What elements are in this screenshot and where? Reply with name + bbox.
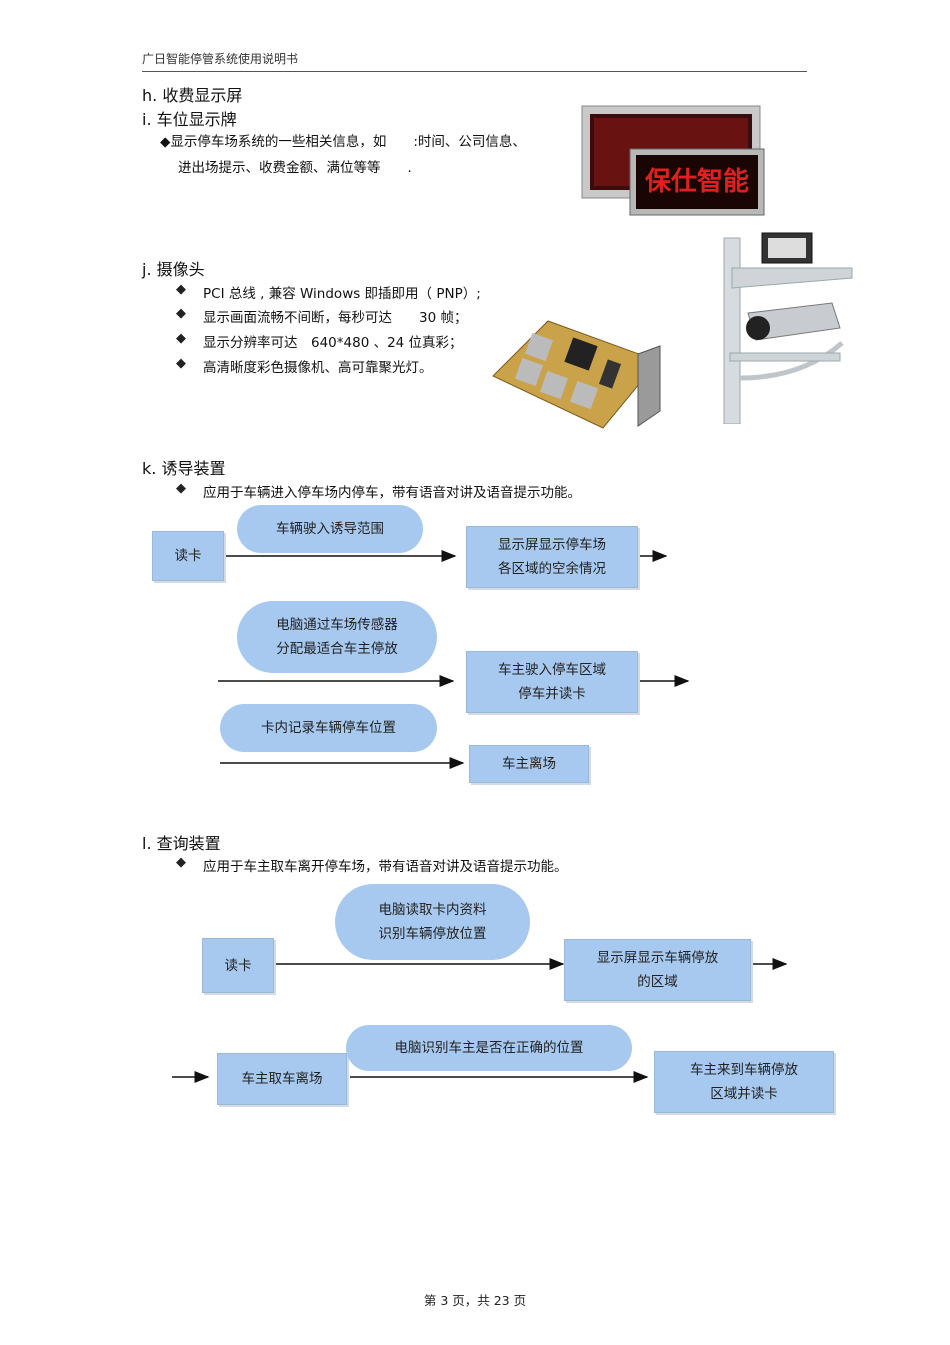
flow-k-bubble-sensor: 电脑通过车场传感器 分配最适合车主停放: [237, 601, 437, 673]
section-i-line1: ◆显示停车场系统的一些相关信息，如 :时间、公司信息、: [160, 134, 526, 150]
pci-card-image: [488, 316, 668, 434]
section-k-title: k. 诱导装置: [142, 459, 226, 478]
document-header: 广日智能停管系统使用说明书: [142, 52, 299, 66]
section-i-title: i. 车位显示牌: [142, 110, 237, 129]
flow-k-bubble-enter-range: 车辆驶入诱导范围: [237, 505, 423, 553]
flow-l-read-card: 读卡: [202, 938, 274, 993]
section-l-bullet: 应用于车主取车离开停车场，带有语音对讲及语音提示功能。: [203, 859, 568, 875]
flow-k-read-card: 读卡: [152, 531, 224, 581]
section-j-bullet-2: 显示画面流畅不间断，每秒可达 30 帧；: [203, 310, 468, 326]
section-j-bullet-1: PCI 总线 , 兼容 Windows 即插即用（ PNP）;: [203, 286, 481, 302]
section-k-bullet: 应用于车辆进入停车场内停车，带有语音对讲及语音提示功能。: [203, 485, 581, 501]
diamond-bullet-icon: ◆: [176, 855, 186, 870]
diamond-bullet-icon: ◆: [176, 306, 186, 321]
flow-k-bubble-record: 卡内记录车辆停车位置: [220, 704, 437, 752]
diamond-bullet-icon: ◆: [176, 481, 186, 496]
section-h-title: h. 收费显示屏: [142, 86, 243, 105]
flow-k-box-display: 显示屏显示停车场 各区域的空余情况: [466, 526, 638, 588]
section-j-bullet-4: 高清晰度彩色摄像机、高可靠聚光灯。: [203, 360, 433, 376]
section-i-line2: 进出场提示、收费金额、满位等等 .: [178, 160, 412, 176]
led-sign-text: 保仕智能: [644, 166, 749, 197]
flow-k-box-leave: 车主离场: [469, 745, 589, 783]
flow-l-box-display: 显示屏显示车辆停放 的区域: [564, 939, 751, 1001]
flow-l-bubble-verify: 电脑识别车主是否在正确的位置: [346, 1025, 632, 1071]
flow-k-box-park: 车主驶入停车区域 停车并读卡: [466, 651, 638, 713]
header-rule: [142, 71, 807, 72]
camera-pole-image: [712, 228, 860, 424]
flow-l-bubble-read-data: 电脑读取卡内资料 识别车辆停放位置: [335, 884, 530, 960]
section-j-title: j. 摄像头: [142, 260, 205, 279]
diamond-bullet-icon: ◆: [176, 356, 186, 371]
section-l-title: l. 查询装置: [142, 834, 221, 853]
flow-l-box-arrive: 车主来到车辆停放 区域并读卡: [654, 1051, 834, 1113]
flow-l-box-pickup: 车主取车离场: [217, 1053, 347, 1105]
diamond-bullet-icon: ◆: [176, 282, 186, 297]
page-footer: 第 3 页，共 23 页: [423, 1293, 527, 1308]
diamond-bullet-icon: ◆: [176, 331, 186, 346]
led-sign-image: 保仕智能: [580, 104, 765, 222]
section-j-bullet-3: 显示分辨率可达 640*480 、24 位真彩；: [203, 335, 463, 351]
